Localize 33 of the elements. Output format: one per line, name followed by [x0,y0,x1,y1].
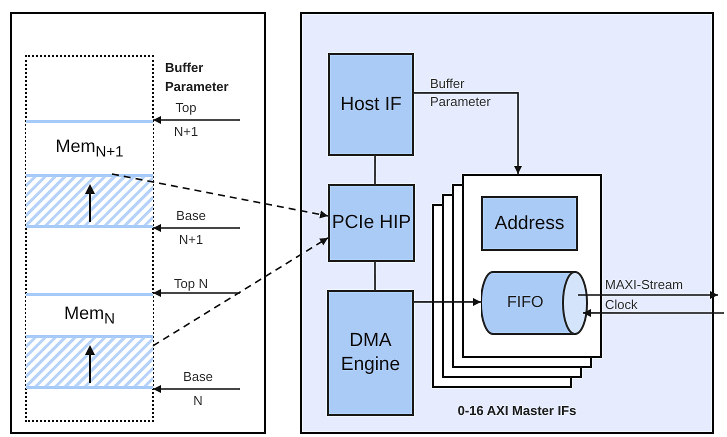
process-box: DMA Engine [327,290,414,416]
signal-arrow [582,308,724,317]
process-box: Address [481,196,578,251]
panel-frame [300,12,714,434]
edge-label: Buffer Parameter [430,75,492,111]
signal-arrow [578,291,718,299]
arrow [152,237,328,346]
edge-label: Clock [605,297,639,313]
memory-band: Mem$_{N+1}$ [26,120,153,174]
panel-frame [10,12,266,434]
dotted-region [25,55,154,422]
edge-label: Base N [182,368,214,410]
process-box: Host IF [328,53,414,156]
hatched-band [26,174,153,228]
arrow [112,173,328,218]
signal-arrow [153,385,240,393]
edge-label: Top N+1 [172,99,200,141]
heading-text: Buffer Parameter [165,59,230,96]
connector-line [374,156,376,184]
hatched-band [26,335,153,389]
signal-arrow [153,289,240,297]
signal-arrow [153,116,240,124]
arrow [414,92,522,174]
connector-line [374,262,376,290]
edge-label: Base N+1 [175,207,207,249]
node-label: FIFO [507,294,544,312]
edge-label: MAXI-Stream [605,277,684,293]
arrow [414,298,481,306]
node-label: 0-16 AXI Master IFs [456,403,578,418]
memory-band: Mem$_{N}$ [26,293,153,335]
signal-arrow [153,224,240,232]
edge-label: Top N [173,276,209,292]
process-box: PCIe HIP [328,184,415,262]
